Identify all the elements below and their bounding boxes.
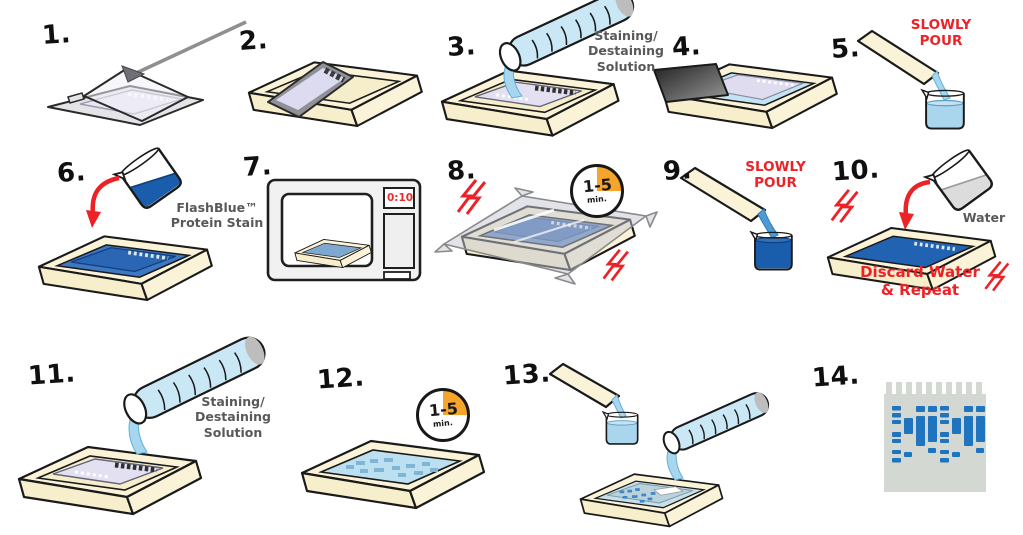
control-panel [383,213,415,269]
pry-wedge [121,65,146,83]
graduated-cylinder [123,336,266,425]
liquid-stream [757,208,779,239]
gel-cassette-opening-illustration [47,20,247,126]
step-12-number: 12. [316,362,366,396]
step-5: 5. SLOWLY POUR [828,8,1020,148]
gel-bands [619,488,656,503]
step-9: 9. SLOWLY POUR [655,148,833,306]
timer-unit: min. [432,418,454,429]
step-6-number: 6. [55,157,87,189]
step-14: 14. [800,348,1020,534]
step-6-label: FlashBlue™ Protein Stain [170,200,264,231]
shake-bolt-right [602,248,630,282]
stain-beaker [111,147,182,209]
microwave-illustration [266,178,422,282]
step-6: 6. FlashBlue™ Protein Stain [35,147,265,306]
water-rinse-illustration [826,149,1010,292]
step-14-number: 14. [811,360,861,394]
step-11-label: Staining/ Destaining Solution [194,394,272,440]
display-panel [383,187,415,209]
pour-into-beaker-illustration [856,29,965,130]
tray [37,235,213,302]
shake-bolt-left [830,188,859,224]
step-3: 3. Staining/ Destaining Solution [432,0,667,148]
pour-solution-into-tray-illustration [17,336,266,516]
door-button [383,271,411,280]
step-4-number: 4. [670,31,702,63]
beaker [601,410,639,445]
timer-value: 1-5 [581,174,613,197]
tray [17,445,203,516]
step-10-number: 10. [831,154,881,188]
microwave-timer-display: 0:10 [386,192,414,204]
pouring-tray [548,362,621,409]
step-8-number: 8. [445,155,477,187]
step-3-number: 3. [445,31,477,63]
tray [826,226,997,291]
step-11: 11. Staining/ Destaining Solution [15,336,295,534]
gel-bands [346,458,438,477]
graduated-cylinder [498,0,635,72]
stained-gel-result-illustration [884,382,986,492]
step-13-number: 13. [502,358,552,392]
final-rinse-illustration [548,362,770,528]
water-label: Water [962,210,1006,225]
step-1: 1. [28,14,253,139]
frame-tab [67,92,85,104]
pour-solution-into-tray-illustration [440,0,635,137]
step-11-number: 11. [27,358,77,392]
pouring-tray [679,166,767,223]
red-arrow-head [899,212,914,230]
step-10: 10. Water Discard Water & Repeat [826,148,1023,318]
cassette-top-plate [83,68,189,122]
step-5-number: 5. [829,33,861,65]
step-2-number: 2. [237,25,269,57]
beaker [920,88,965,130]
red-arrow [90,175,120,215]
timer-badge: 1-5 min. [570,164,624,218]
spatula-tool [131,20,247,77]
gel-plate [267,61,354,118]
step-9-number: 9. [661,155,693,187]
tray-in-microwave [294,238,372,269]
step-4: 4. [648,22,848,137]
step-5-warning: SLOWLY POUR [910,17,972,49]
timer-badge: 1-5 min. [416,388,470,442]
graduated-cylinder [662,392,770,455]
gel-into-tray-illustration [247,61,423,128]
covered-tray-illustration [653,63,838,130]
tray [300,439,486,510]
step-1-number: 1. [40,19,72,51]
step-7: 7. 0:10 [238,150,443,300]
dark-lid [653,63,729,103]
step-9-warning: SLOWLY POUR [745,159,806,191]
step-8: 8. 1-5 min. [432,148,667,310]
step-7-number: 7. [241,151,273,183]
step-12: 12. 1-5 min. [298,352,513,514]
tray [440,69,620,137]
step-2: 2. [235,18,430,136]
tray [579,473,724,528]
protein-bands [892,406,985,463]
add-stain-illustration [37,147,213,302]
timer-unit: min. [586,194,608,205]
timer-value: 1-5 [427,398,459,421]
red-arrow [903,179,931,217]
step-13: 13. [495,348,790,535]
pour-stain-back-illustration [679,166,793,271]
liquid-stream [931,70,951,101]
water-beaker [922,149,993,211]
beaker [749,230,793,271]
destain-tray-illustration [300,439,486,510]
liquid-stream-to-beaker [611,394,627,419]
step-3-label: Staining/ Destaining Solution [587,28,665,74]
red-arrow-head [86,210,101,228]
step-10-warning: Discard Water & Repeat [860,263,980,299]
